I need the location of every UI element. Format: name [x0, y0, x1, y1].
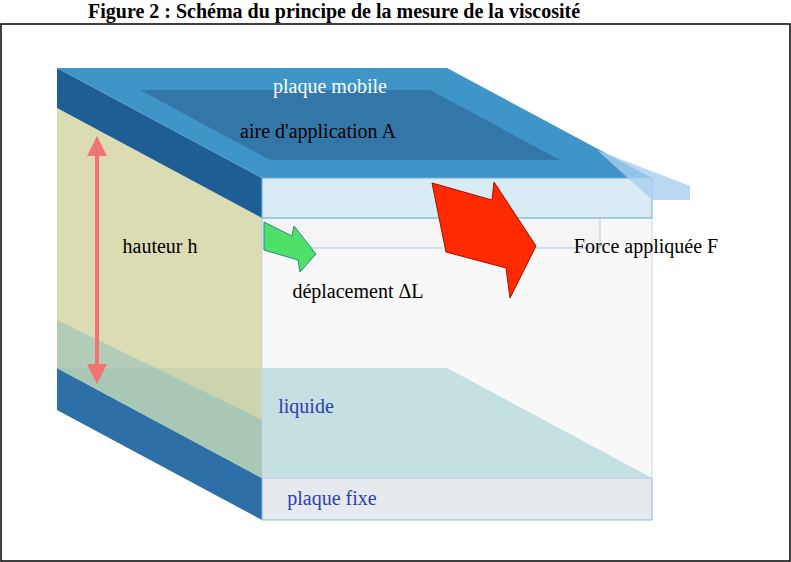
force-arrow — [432, 182, 536, 298]
mobile-plate-top — [57, 68, 652, 178]
liquid-volume — [57, 320, 262, 478]
part-label: Force appliquée F — [574, 235, 718, 258]
part-label: hauteur h — [123, 235, 198, 258]
frame — [1, 24, 790, 561]
fixed-plate-front — [262, 478, 652, 520]
part-label: aire d'application A — [240, 120, 396, 143]
displacement-arrow — [264, 222, 316, 272]
application-area — [140, 90, 560, 160]
part-label: plaque fixe — [287, 487, 376, 510]
height-arrow — [95, 140, 99, 380]
plate-overhang — [597, 150, 690, 200]
part-label: plaque mobile — [273, 75, 387, 98]
figure-title: Figure 2 : Schéma du principe de la mesu… — [88, 0, 580, 23]
part-label: liquide — [278, 395, 334, 418]
liquid-front — [262, 218, 652, 478]
part-label: déplacement ΔL — [292, 280, 423, 303]
sheared-layer — [262, 218, 600, 248]
